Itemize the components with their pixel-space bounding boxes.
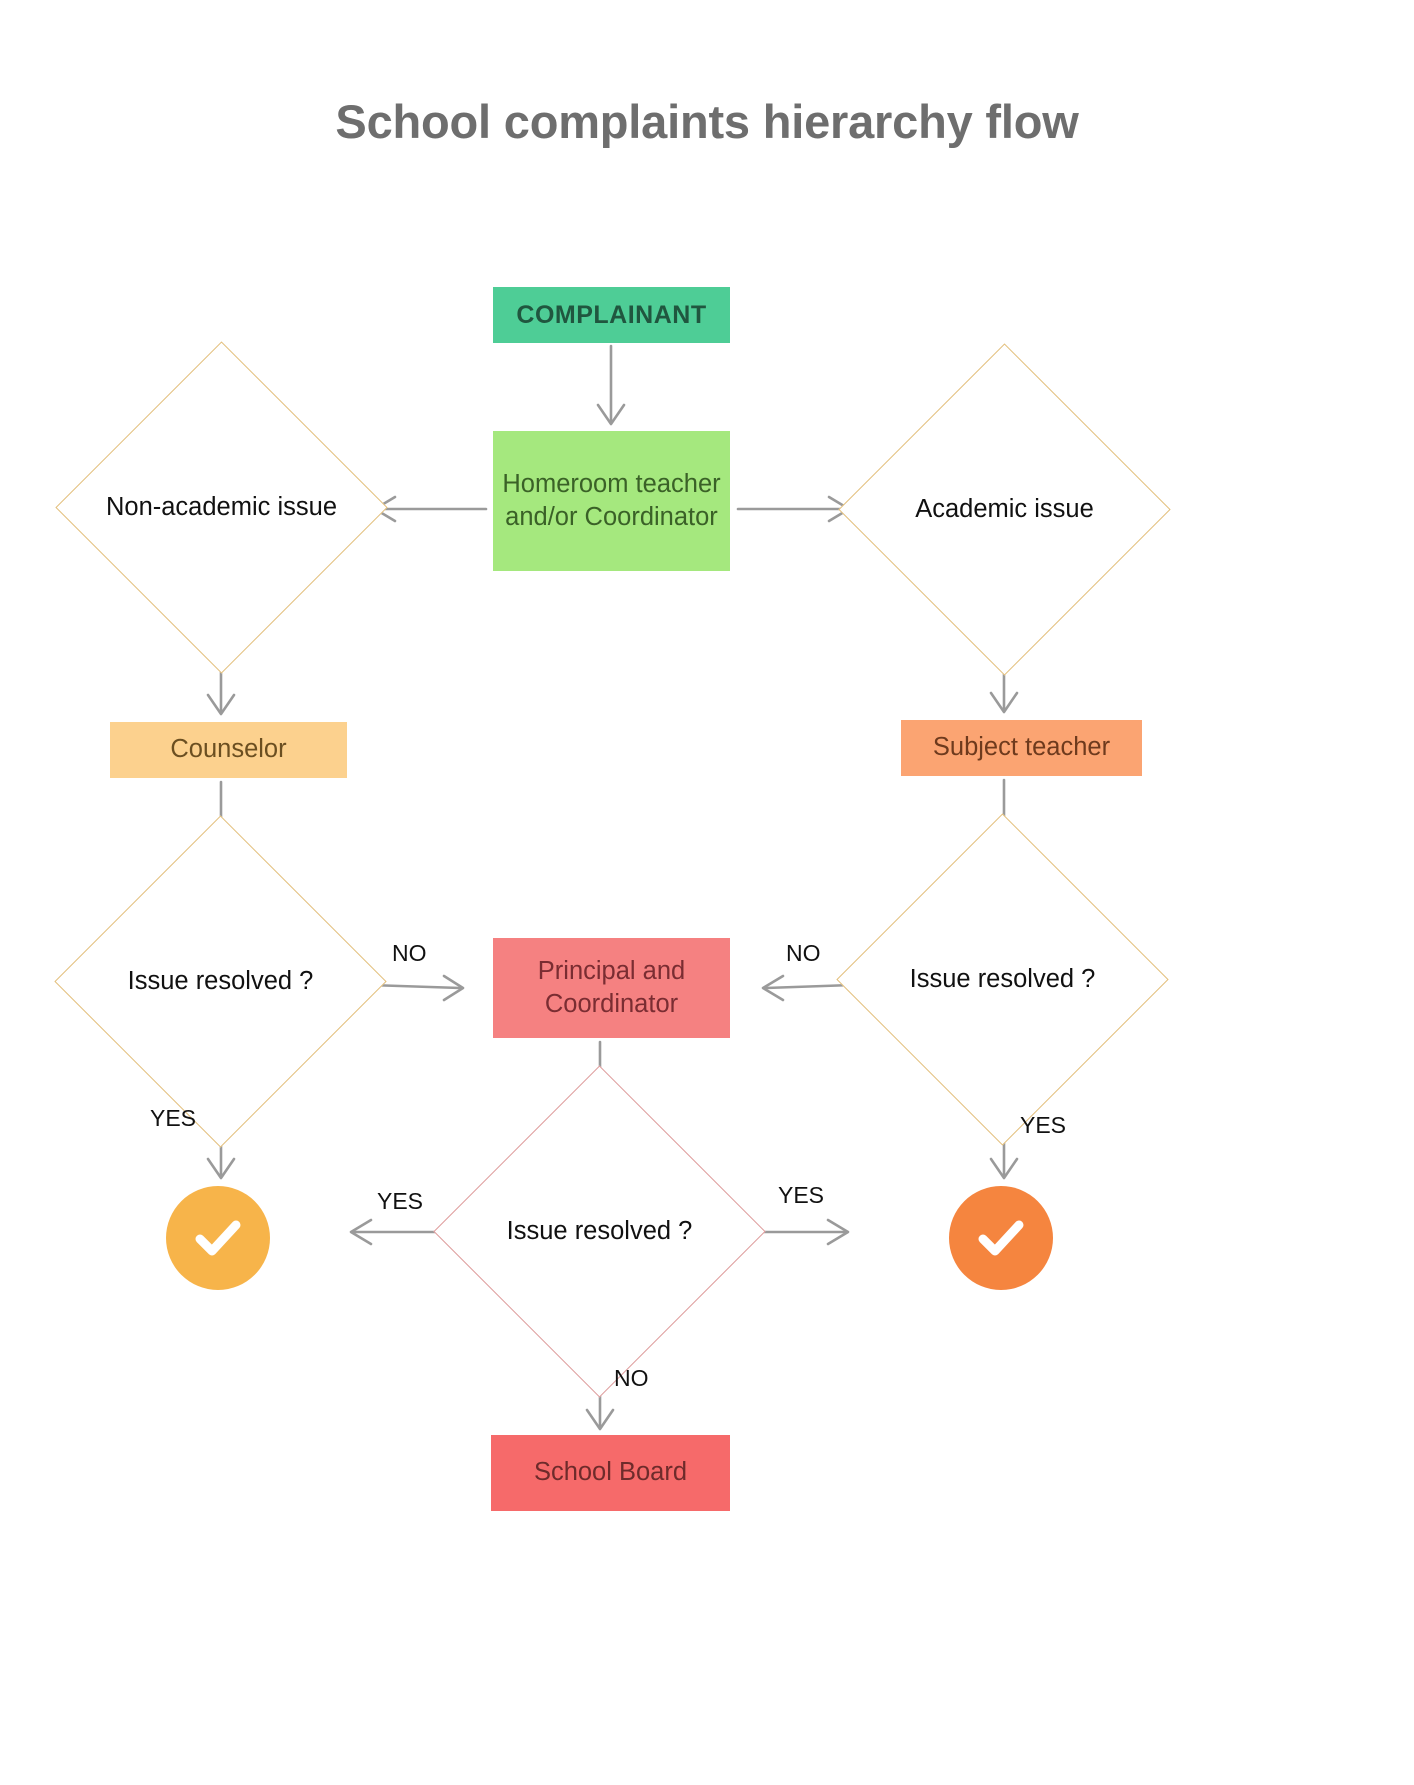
edge-label-center-yes-right: YES — [778, 1182, 825, 1208]
node-subject-teacher[interactable]: Subject teacher — [901, 720, 1142, 776]
node-principal-label: Principal and Coordinator — [537, 956, 686, 1018]
node-homeroom[interactable]: Homeroom teacher and/or Coordinator — [493, 431, 730, 571]
edge-label-left-yes: YES — [150, 1105, 197, 1131]
node-issue-resolved-left-label: Issue resolved ? — [127, 967, 314, 996]
edge-label-center-yes-left: YES — [377, 1188, 424, 1214]
node-counselor-label: Counselor — [170, 735, 287, 764]
page-title: School complaints hierarchy flow — [335, 95, 1079, 148]
node-complainant-label: COMPLAINANT — [516, 300, 707, 329]
node-non-academic-issue-label: Non-academic issue — [105, 493, 338, 522]
node-academic-issue-label: Academic issue — [915, 495, 1094, 524]
node-issue-resolved-left[interactable]: Issue resolved ? — [54, 815, 387, 1148]
node-school-board[interactable]: School Board — [491, 1435, 730, 1511]
edge-label-left-no: NO — [392, 940, 427, 966]
edge-issueleft-principal-no — [368, 983, 462, 990]
node-issue-resolved-right[interactable]: Issue resolved ? — [836, 813, 1169, 1146]
node-subject-teacher-label: Subject teacher — [932, 733, 1111, 762]
node-homeroom-label: Homeroom teacher and/or Coordinator — [502, 469, 721, 531]
edge-label-center-no: NO — [614, 1365, 649, 1391]
edge-label-right-no: NO — [786, 940, 821, 966]
node-success-left[interactable] — [166, 1186, 270, 1290]
check-icon — [978, 1220, 1024, 1256]
node-success-right[interactable] — [949, 1186, 1053, 1290]
node-issue-resolved-center-label: Issue resolved ? — [506, 1217, 693, 1246]
node-issue-resolved-right-label: Issue resolved ? — [909, 965, 1096, 994]
node-counselor[interactable]: Counselor — [110, 722, 347, 778]
node-school-board-label: School Board — [533, 1458, 688, 1487]
node-principal[interactable]: Principal and Coordinator — [493, 938, 730, 1038]
check-icon — [195, 1220, 241, 1256]
node-non-academic-issue[interactable]: Non-academic issue — [55, 341, 388, 674]
node-issue-resolved-center[interactable]: Issue resolved ? — [433, 1065, 766, 1398]
node-academic-issue[interactable]: Academic issue — [838, 343, 1171, 676]
edge-label-right-yes: YES — [1020, 1112, 1067, 1138]
edge-issueright-principal-no — [764, 983, 854, 990]
node-complainant[interactable]: COMPLAINANT — [493, 287, 730, 343]
